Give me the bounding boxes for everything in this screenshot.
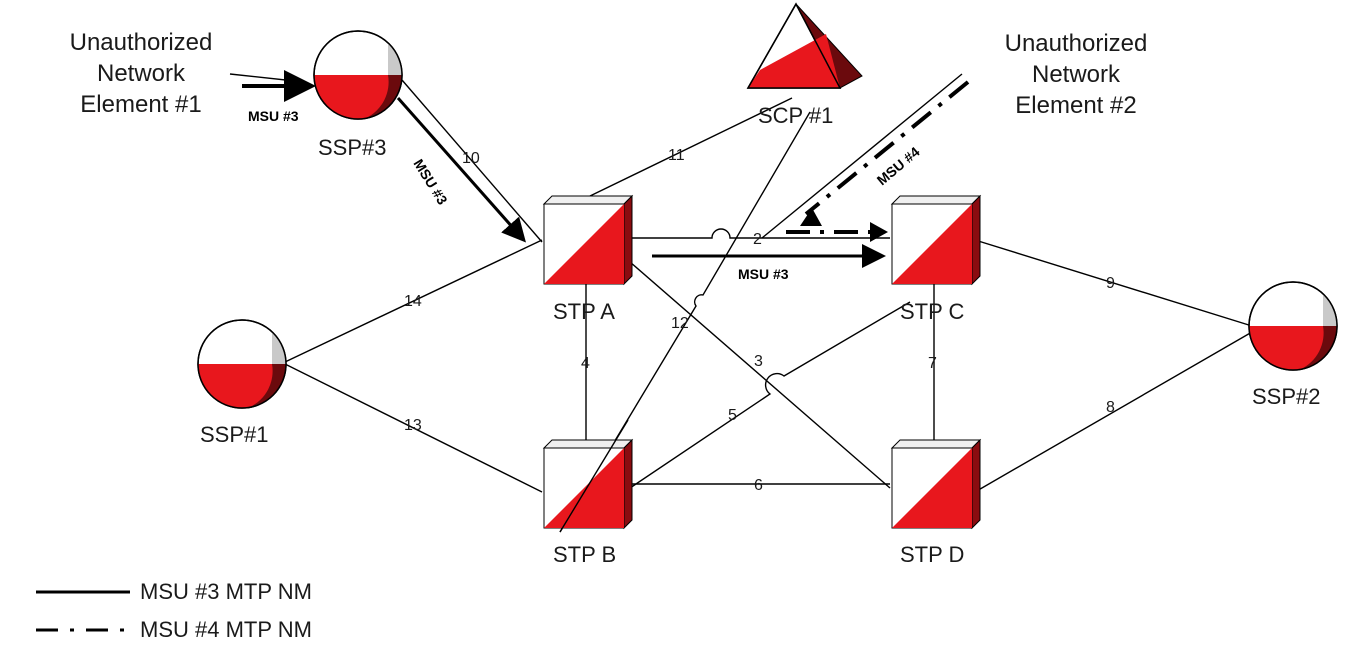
ssp-2 <box>1248 281 1338 371</box>
label-scp1: SCP #1 <box>758 103 833 128</box>
label-stp-d: STP D <box>900 542 964 567</box>
legend: MSU #3 MTP NM MSU #4 MTP NM <box>36 579 312 642</box>
label-ssp1: SSP#1 <box>200 422 269 447</box>
link-number-6: 6 <box>754 477 763 494</box>
unauthorized-element-1: Unauthorized Network Element #1 <box>70 29 213 118</box>
msu3-label-stpa-stpc: MSU #3 <box>738 266 789 282</box>
stp-b <box>542 438 634 530</box>
ne1-line-1: Unauthorized <box>70 29 213 56</box>
link-13 <box>284 363 543 493</box>
ne2-line-3: Element #2 <box>1015 92 1136 119</box>
ne1-line-2: Network <box>97 60 186 87</box>
link-number-14: 14 <box>404 293 422 310</box>
msu4-dashdot-diagonal <box>804 80 970 216</box>
legend-solid-label: MSU #3 MTP NM <box>140 579 312 604</box>
ssp-3 <box>313 30 403 120</box>
link-numbers: 2 3 4 5 6 7 8 9 10 11 12 13 14 <box>404 147 1115 494</box>
label-stp-b: STP B <box>553 542 616 567</box>
stp-d <box>890 438 982 530</box>
stp-a <box>542 194 634 286</box>
link-number-12: 12 <box>671 315 689 332</box>
legend-dashdot-label: MSU #4 MTP NM <box>140 617 312 642</box>
label-ssp2: SSP#2 <box>1252 384 1321 409</box>
link-2 <box>630 228 890 239</box>
link-12 <box>559 111 811 533</box>
msu3-label-diagonal: MSU #3 <box>410 156 450 208</box>
link-number-4: 4 <box>581 355 590 372</box>
label-ssp3: SSP#3 <box>318 135 387 160</box>
msu4-thin-line <box>761 73 963 239</box>
label-stp-c: STP C <box>900 299 965 324</box>
node-labels: SSP#3 SSP#1 SSP#2 SCP #1 STP A STP B STP… <box>200 103 1321 567</box>
label-stp-a: STP A <box>553 299 615 324</box>
links <box>284 79 1253 533</box>
unauthorized-element-2: Unauthorized Network Element #2 <box>1005 30 1148 119</box>
msu3-label-ne1: MSU #3 <box>248 108 299 124</box>
link-14 <box>284 239 543 363</box>
link-5 <box>629 301 911 489</box>
link-number-8: 8 <box>1106 399 1115 416</box>
ssp-1 <box>197 319 287 409</box>
link-number-11: 11 <box>668 147 685 164</box>
ne2-line-1: Unauthorized <box>1005 30 1148 57</box>
link-11 <box>589 97 793 197</box>
link-number-13: 13 <box>404 417 422 434</box>
link-10 <box>401 79 543 243</box>
msu3-arrow-ne1-thin <box>229 73 305 83</box>
link-number-7: 7 <box>928 355 937 372</box>
link-number-3: 3 <box>754 353 763 370</box>
link-9 <box>974 239 1253 327</box>
scp-1 <box>746 2 863 89</box>
stp-c <box>890 194 982 286</box>
msu4-arrow-end <box>870 222 888 242</box>
msu3-arrow-ssp3-stpa <box>396 97 526 243</box>
link-8 <box>974 331 1253 493</box>
link-number-5: 5 <box>728 407 737 424</box>
link-number-10: 10 <box>462 150 480 167</box>
ne1-line-3: Element #1 <box>80 91 201 118</box>
ne2-line-2: Network <box>1032 61 1121 88</box>
link-12-over-stpb <box>559 419 629 533</box>
msu4-arrowhead <box>800 208 822 226</box>
msu4-label: MSU #4 <box>874 143 923 188</box>
link-number-2: 2 <box>753 231 762 248</box>
link-number-9: 9 <box>1106 275 1115 292</box>
link-3 <box>629 261 891 489</box>
